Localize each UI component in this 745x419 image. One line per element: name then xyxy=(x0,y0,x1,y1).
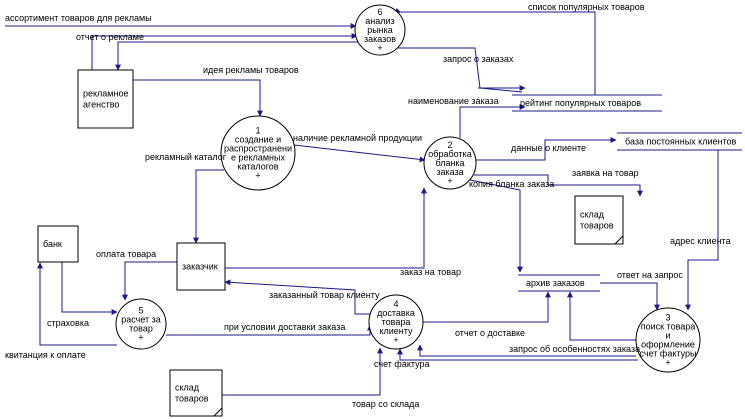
process-number: 4 xyxy=(393,299,398,309)
flow-order-request: запрос о заказах xyxy=(443,54,514,64)
flow-goods-request: заявка на товар xyxy=(572,168,639,178)
process-label: клиенту xyxy=(379,326,413,336)
flow-receipt: квитанция к оплате xyxy=(5,350,86,360)
flow-ad-idea: идея рекламы товаров xyxy=(203,65,299,75)
store-label: рейтинг популярных товаров xyxy=(520,98,641,108)
process-label: заказов xyxy=(364,34,396,44)
process-plus: + xyxy=(138,333,143,343)
entity-label: товаров xyxy=(175,394,209,404)
process-number: 1 xyxy=(255,126,260,136)
flow-catalog: рекламный каталог xyxy=(145,152,227,162)
process-circle xyxy=(354,4,406,56)
process-plus: + xyxy=(255,171,260,181)
process-plus: + xyxy=(665,358,670,368)
process-label: создание и xyxy=(235,135,281,145)
store-label: архив заказов xyxy=(526,278,585,288)
entity-box xyxy=(77,69,134,129)
process-label: поиск товара xyxy=(641,322,696,332)
entity-box xyxy=(176,242,226,291)
entity-label: агенство xyxy=(83,100,119,110)
data-stores: рейтинг популярных товаров база постоянны… xyxy=(512,94,742,292)
entity-label: банк xyxy=(43,239,62,249)
flow-delivery-cond: при условии доставки заказа xyxy=(224,322,345,332)
process-circle xyxy=(635,307,701,373)
flow-assortment: ассортимент товаров для рекламы xyxy=(5,13,152,23)
flow-order-name: наименование заказа xyxy=(408,96,499,106)
entity-label: склад xyxy=(580,210,605,220)
process-label: оформление xyxy=(641,340,695,350)
process-number: 5 xyxy=(138,306,143,316)
flow-from-warehouse: товар со склада xyxy=(352,399,419,409)
flow-client-data: данные о клиенте xyxy=(511,143,586,153)
process-number: 2 xyxy=(447,140,452,150)
entity-box xyxy=(574,195,624,245)
entity-customer: заказчик xyxy=(176,242,226,291)
process-label: расчет за xyxy=(121,315,161,325)
entity-corner xyxy=(213,407,223,417)
process-circle xyxy=(423,136,477,190)
process-label: каталогов xyxy=(237,162,278,172)
flow-order-features: запрос об особенностях заказа xyxy=(509,344,640,354)
flow-order-form-copy: копия бланка заказа xyxy=(469,179,554,189)
store-label: база постоянных клиентов xyxy=(625,137,736,147)
process-plus: + xyxy=(393,335,398,345)
process-label: доставка xyxy=(377,308,415,318)
flow-goods-order: заказ на товар xyxy=(400,267,461,277)
process-label: товар xyxy=(129,324,153,334)
flow-payment: оплата товара xyxy=(96,249,156,259)
process-label: заказа xyxy=(436,167,463,177)
flow-popular-list: список популярных товаров xyxy=(528,2,645,12)
process-plus: + xyxy=(377,43,382,53)
store-archive: архив заказов xyxy=(518,274,600,292)
flow-invoice: счет фактура xyxy=(374,359,430,369)
flow-ordered-goods: заказанный товар клиенту xyxy=(269,290,380,300)
flow-insurance: страховка xyxy=(47,318,89,328)
process-label: е рекламных xyxy=(231,153,285,163)
process-label: обработка xyxy=(428,149,471,159)
flow-query-answer: ответ на запрос xyxy=(617,270,683,280)
store-rating: рейтинг популярных товаров xyxy=(512,94,662,112)
process-circle xyxy=(115,298,167,350)
flow-delivery-report: отчет о доставке xyxy=(455,328,525,338)
flow-ad-products: наличие рекламной продукции xyxy=(293,133,422,143)
process-label: бланка xyxy=(435,158,464,168)
flow-labels: ассортимент товаров для рекламы отчет о р… xyxy=(5,2,731,409)
entity-label: заказчик xyxy=(182,262,218,272)
flow-report-ad: отчет о рекламе xyxy=(76,32,144,42)
entity-box xyxy=(169,369,223,417)
process-label: рынка xyxy=(367,25,393,35)
external-entities: рекламноеагенствобанкзаказчикскладтоваро… xyxy=(37,69,624,417)
entity-label: рекламное xyxy=(83,89,128,99)
process-label: анализ xyxy=(365,16,394,26)
entity-corner xyxy=(614,235,624,245)
entity-box xyxy=(37,225,79,263)
process-label: счет фактуры xyxy=(640,349,697,359)
entity-label: склад xyxy=(175,383,200,393)
process-circle xyxy=(220,115,296,191)
process-label: и xyxy=(665,331,670,341)
process-label: распространени xyxy=(224,144,292,154)
process-number: 3 xyxy=(665,313,670,323)
store-clients: база постоянных клиентов xyxy=(617,132,742,151)
process-plus: + xyxy=(447,176,452,186)
flow-lines xyxy=(5,8,719,396)
entity-label: товаров xyxy=(580,221,614,231)
entity-bank: банк xyxy=(37,225,79,263)
process-number: 6 xyxy=(377,7,382,17)
process-circle xyxy=(368,294,424,350)
flow-client-address: адрес клиента xyxy=(670,236,731,246)
process-label: товара xyxy=(382,317,411,327)
